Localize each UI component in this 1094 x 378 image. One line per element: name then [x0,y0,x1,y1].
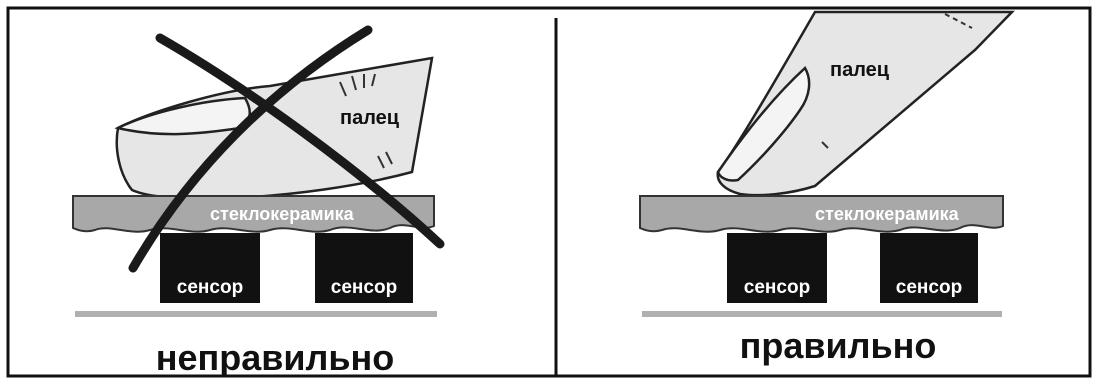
sensor-block-right [315,233,413,303]
knuckle-marks [339,73,393,169]
panel-right: палец стеклокерамика сенсор сенсор прави… [639,10,1015,366]
finger-label: палец [340,107,400,129]
sensor-block-right [880,233,978,303]
finger-crease [821,141,829,149]
sensor-label-left: сенсор [744,277,810,298]
base-plate-line [75,311,437,317]
sensor-block-left [727,233,827,303]
glass-ceramic-plate [639,195,1004,233]
finger-label: палец [830,59,890,81]
caption-right: правильно [740,325,937,366]
finger-angled [716,10,1015,197]
glass-label: стеклокерамика [815,204,960,224]
fingernail [716,66,811,182]
sensor-label-left: сенсор [177,277,243,298]
sensor-label-right: сенсор [331,277,397,298]
sensor-block-left [160,233,260,303]
base-plate-line [642,311,1002,317]
glass-label: стеклокерамика [210,204,355,224]
frame-border [6,6,1092,378]
finger-flat [115,56,434,200]
caption-wrong: неправильно [156,337,395,378]
sensor-label-right: сенсор [896,277,962,298]
cross-mark [128,25,445,273]
panel-wrong: палец стеклокерамика сенсор сенсор непра… [72,25,445,378]
